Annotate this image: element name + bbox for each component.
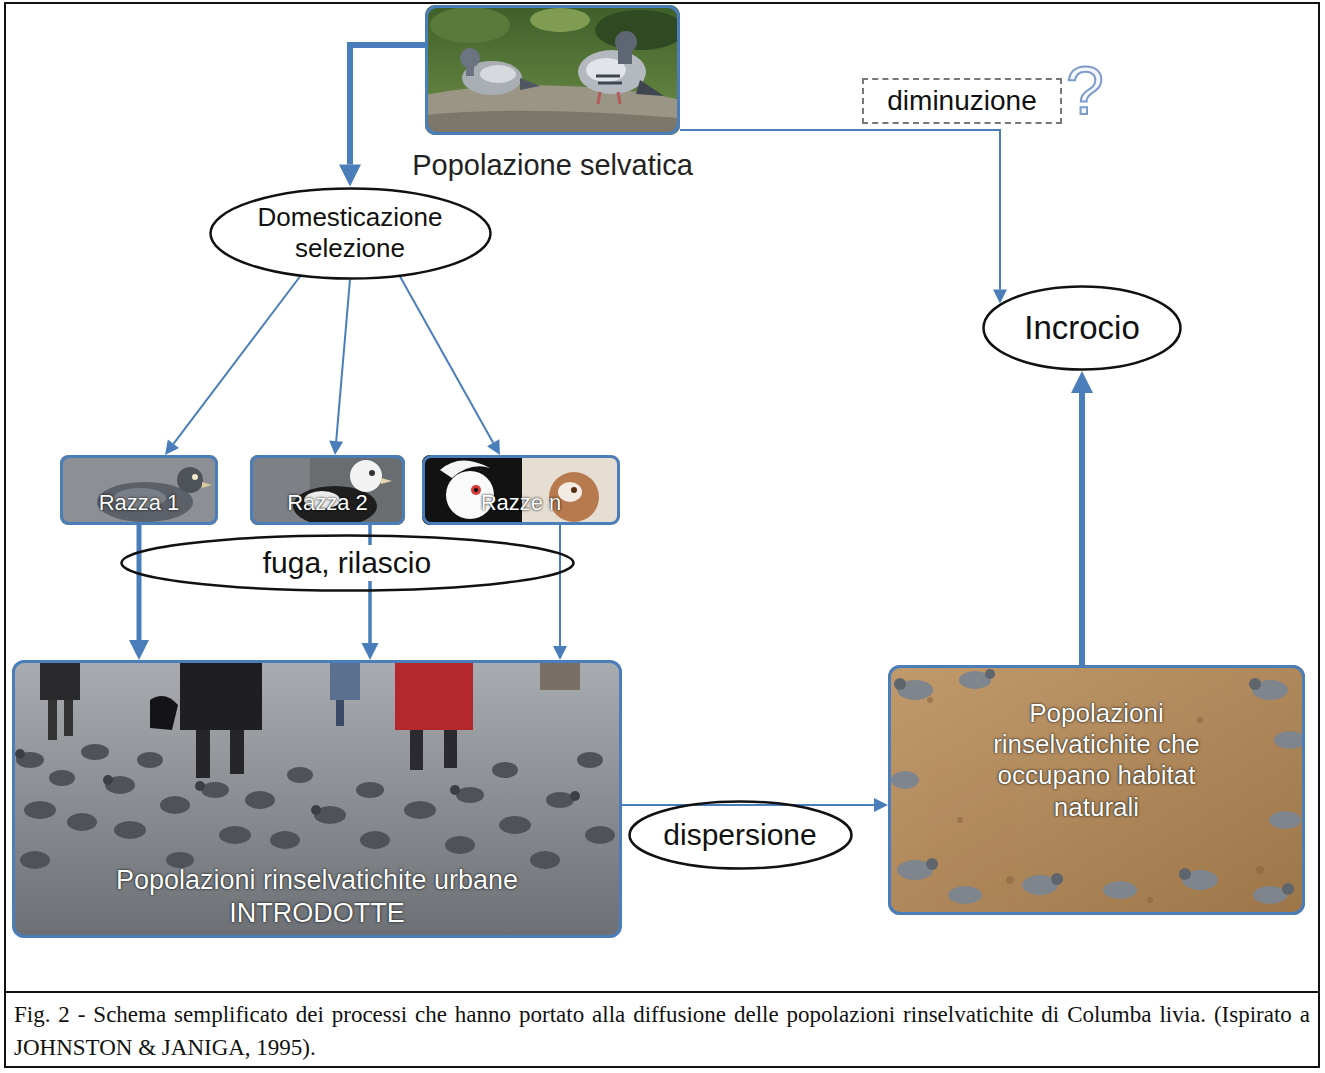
photo-box: Popolazione selvatica	[425, 5, 680, 135]
process-ellipse: Domesticazione selezione	[209, 187, 492, 280]
text-wrap: Popolazioni rinselvatichite che occupano…	[952, 698, 1242, 823]
connector-arrow	[165, 277, 300, 455]
connector-line	[559, 525, 561, 646]
breed-photo-box: Razze n	[422, 455, 620, 525]
photo-caption: Razza 1	[63, 490, 215, 516]
ellipse-shape	[984, 287, 1181, 370]
connector-line	[336, 280, 350, 442]
text-wrap: dispersione	[663, 817, 816, 853]
connector-arrow	[329, 280, 350, 456]
text-wrap: Domesticazione selezione	[248, 202, 453, 264]
text-wrap: Popolazione selvatica	[412, 148, 693, 183]
text-wrap: Razze n	[425, 490, 617, 516]
photo-caption: Popolazione selvatica	[412, 148, 693, 183]
arrowhead	[129, 640, 149, 660]
text-wrap: Razza 2	[253, 490, 402, 516]
connector-line	[368, 525, 372, 643]
node-label: Incrocio	[1024, 308, 1140, 348]
photo-box: Popolazioni rinselvatichite urbane INTRO…	[12, 660, 622, 938]
process-ellipse: fuga, rilascio	[120, 534, 575, 592]
photo-caption: Razza 2	[253, 490, 402, 516]
connector-line	[350, 45, 425, 165]
caption-rule	[4, 991, 1320, 993]
connector-line	[137, 525, 142, 640]
connector-arrow	[339, 45, 425, 187]
node-label: diminuzione	[887, 84, 1036, 118]
arrowhead	[165, 440, 179, 455]
connector-arrow	[400, 277, 500, 455]
text-wrap: diminuzione	[887, 84, 1036, 118]
text-wrap: Razza 1	[63, 490, 215, 516]
connector-line	[1079, 393, 1085, 665]
arrowhead	[339, 165, 361, 187]
connector-arrow	[1071, 371, 1093, 665]
node-label: dispersione	[663, 817, 816, 853]
connector-arrow	[129, 525, 149, 660]
process-ellipse: dispersione	[628, 800, 853, 870]
ellipse-shape	[629, 802, 851, 869]
connector-arrow	[553, 525, 567, 660]
arrowhead	[1071, 371, 1093, 393]
connector-line	[622, 804, 874, 806]
photo-caption: Razze n	[425, 490, 617, 516]
connector-line	[400, 277, 493, 443]
process-ellipse: Incrocio	[982, 285, 1182, 371]
connector-line	[680, 130, 1000, 289]
arrowhead	[874, 798, 888, 812]
connector-arrow	[680, 130, 1007, 303]
breed-photo-box: Razza 1	[60, 455, 218, 525]
photo-box: Popolazioni rinselvatichite che occupano…	[888, 665, 1305, 915]
connector-line	[173, 277, 300, 444]
photo-caption: Popolazioni rinselvatichite che occupano…	[952, 698, 1242, 823]
node-label: Domesticazione selezione	[248, 202, 453, 264]
arrowhead	[553, 646, 567, 660]
figure-caption: Fig. 2 - Schema semplificato dei process…	[14, 998, 1310, 1065]
text-wrap: Incrocio	[1024, 308, 1140, 348]
ellipse-shape	[121, 536, 573, 591]
photo-caption: Popolazioni rinselvatichite urbane INTRO…	[37, 864, 597, 929]
note-box: diminuzione	[862, 78, 1062, 124]
text-wrap: Popolazioni rinselvatichite urbane INTRO…	[37, 864, 597, 929]
ellipse-shape	[210, 188, 490, 278]
arrowhead	[487, 439, 500, 455]
breed-photo-box: Razza 2	[250, 455, 405, 525]
question-mark: ?	[1066, 56, 1104, 124]
text-wrap: fuga, rilascio	[259, 545, 435, 581]
arrowhead	[362, 643, 379, 660]
node-label: fuga, rilascio	[259, 545, 435, 581]
arrowhead	[329, 440, 343, 455]
